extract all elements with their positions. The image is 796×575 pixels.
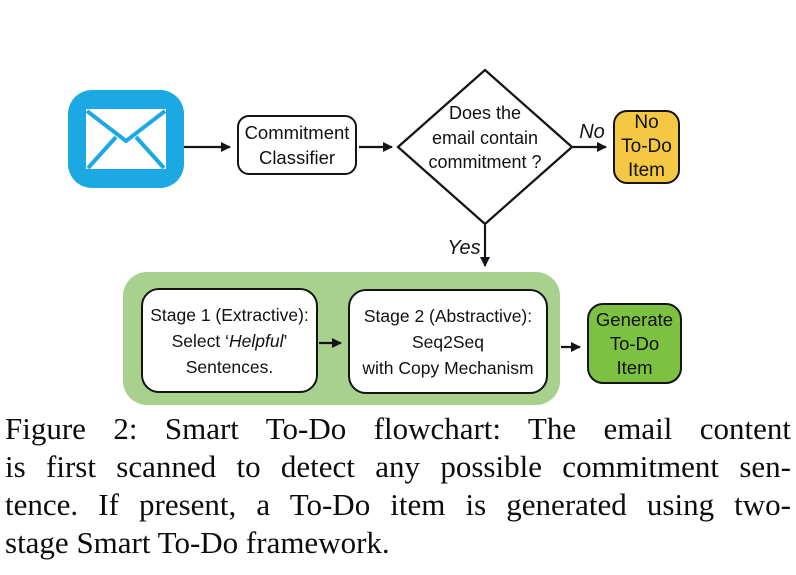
caption-line-3: tence. If present, a To-Do item is gener… [5,487,791,522]
stage1-extractive-box: Stage 1 (Extractive): Select ‘Helpful’ S… [141,288,318,393]
caption-line-2: is first scanned to detect any possible … [5,449,791,484]
no-todo-item-box: No To-Do Item [613,110,680,184]
caption-line-1: Figure 2: Smart To-Do flowchart: The ema… [5,411,791,446]
edge-label-no: No [579,121,605,143]
stage1-line2-prefix: Select ‘ [171,330,229,351]
decision-diamond [396,68,574,226]
generate-todo-item-box: Generate To-Do Item [587,303,682,384]
stage1-helpful-italic: Helpful [229,330,284,351]
figure-caption: Figure 2: Smart To-Do flowchart: The ema… [5,410,791,562]
caption-line-4: stage Smart To-Do framework. [5,525,390,560]
stage1-line3: Sentences. [185,356,274,377]
stage2-abstractive-box: Stage 2 (Abstractive): Seq2Seq with Copy… [348,289,548,394]
commitment-classifier-box: Commitment Classifier [237,115,357,175]
edge-label-yes: Yes [447,237,481,259]
envelope-icon [85,109,167,170]
stage1-line2-suffix: ’ [283,330,288,351]
stage1-line1: Stage 1 (Extractive): [150,304,309,325]
decision-diamond-label: Does the email contain commitment ? [428,103,542,173]
email-app-icon [68,90,184,188]
